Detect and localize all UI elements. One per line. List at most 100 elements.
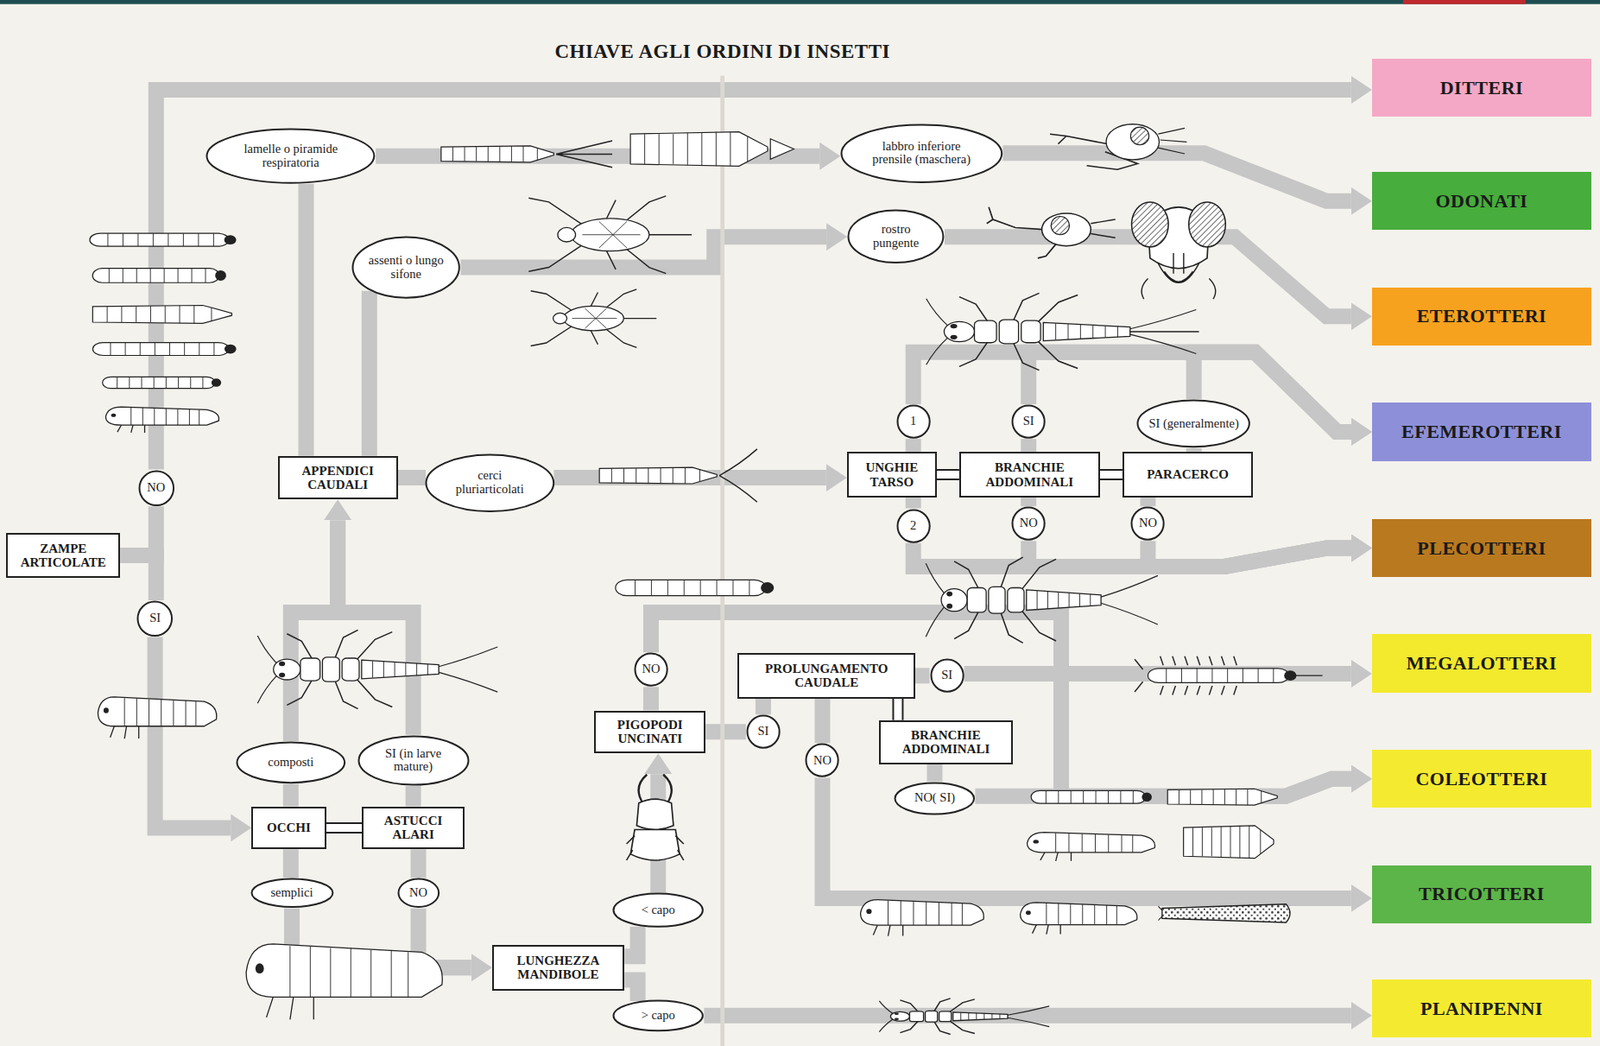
larva-drawing xyxy=(1027,832,1156,861)
flow-band xyxy=(944,236,1352,317)
answer-ellipse: labbro inferiore prensile (maschera) xyxy=(840,123,1004,184)
stonefly-abdomen xyxy=(599,449,758,502)
flow-band xyxy=(1147,497,1149,506)
order-band: ODONATI xyxy=(1372,171,1592,230)
node-outline xyxy=(848,210,944,263)
join-neck xyxy=(891,698,904,721)
question-box: BRANCHIE ADDOMINALI xyxy=(879,720,1013,765)
flow-band xyxy=(822,777,1351,898)
node-text: BRANCHIE ADDOMINALI xyxy=(891,727,1000,756)
question-box: UNGHIE TARSO xyxy=(847,451,937,498)
flow-band xyxy=(405,785,422,807)
top-strip xyxy=(1403,0,1526,5)
node-text: ETEROTTERI xyxy=(1416,305,1548,327)
bug-drawing xyxy=(531,289,658,348)
node-text: PROLUNGAMENTO CAUDALE xyxy=(757,661,896,690)
flow-band xyxy=(762,698,764,715)
node-outline xyxy=(897,404,930,437)
node-text: 1 xyxy=(910,414,917,429)
flow-band xyxy=(905,497,922,508)
flow-band xyxy=(905,438,922,452)
node-text: PIGOPODI UNCINATI xyxy=(604,717,696,746)
mask-drawing xyxy=(1049,124,1187,171)
larva-drawing xyxy=(1183,825,1274,859)
answer-circle: SI xyxy=(1011,404,1046,439)
node-outline xyxy=(897,509,930,542)
answer-circle: 1 xyxy=(896,404,931,439)
answer-ellipse: SI (generalmente) xyxy=(1136,398,1251,449)
answer-ellipse: assenti o lungo sifone xyxy=(351,235,461,299)
flow-band xyxy=(1147,540,1351,567)
flow-band xyxy=(298,183,315,456)
answer-circle: NO xyxy=(633,651,669,687)
flow-band xyxy=(283,848,299,878)
join-neck xyxy=(1100,470,1123,479)
node-outline xyxy=(207,129,375,184)
connector-group xyxy=(120,89,1352,1016)
answer-ellipse: NO( SI) xyxy=(893,781,976,816)
node-text: MEGALOTTERI xyxy=(1406,652,1557,674)
flow-band xyxy=(1020,438,1037,452)
node-outline xyxy=(1132,507,1164,540)
flow-band xyxy=(1028,540,1352,567)
filament-drawing xyxy=(1134,656,1322,696)
join-neck xyxy=(897,698,899,721)
rostrum-drawing xyxy=(986,207,1116,259)
tail-drawing xyxy=(719,449,758,502)
answer-ellipse: < capo xyxy=(612,891,704,928)
node-outline xyxy=(930,659,963,692)
join-neck xyxy=(936,470,960,479)
question-box: APPENDICI CAUDALI xyxy=(278,455,399,500)
flow-band xyxy=(156,89,1352,470)
node-outline xyxy=(138,600,173,636)
larva-drawing xyxy=(860,899,985,936)
flow-band xyxy=(305,183,307,456)
flow-band xyxy=(755,698,772,715)
beetle-larvae xyxy=(1027,788,1278,861)
larva-drawing xyxy=(92,342,236,356)
flow-band xyxy=(337,519,413,734)
flow-band xyxy=(1028,352,1352,432)
flow-band xyxy=(155,636,232,828)
node-text: PLECOTTERI xyxy=(1416,537,1546,559)
node-text: cerci pluriarticolati xyxy=(442,468,538,496)
top-strip xyxy=(0,0,1600,5)
order-band: MEGALOTTERI xyxy=(1372,633,1592,692)
node-text: labbro inferiore prensile (maschera) xyxy=(860,139,982,167)
abdomen-drawing xyxy=(599,467,717,484)
flow-band xyxy=(1028,438,1030,452)
flow-band xyxy=(934,764,936,782)
order-band: DITTERI xyxy=(1372,58,1592,117)
flow-band xyxy=(1147,540,1351,567)
larva-drawing xyxy=(1020,902,1138,935)
flow-band xyxy=(643,686,659,710)
answer-circle: SI xyxy=(136,600,174,638)
question-box: PIGOPODI UNCINATI xyxy=(594,710,706,754)
flow-band xyxy=(822,698,823,743)
pyramid-drawing xyxy=(770,139,794,160)
larva-drawing xyxy=(246,943,443,1019)
node-text: semplici xyxy=(270,885,313,900)
flow-band xyxy=(974,778,1351,797)
flow-band xyxy=(944,236,1352,317)
answer-circle: NO xyxy=(138,469,176,507)
flow-band xyxy=(155,636,232,828)
head-drawings xyxy=(986,124,1227,299)
flow-band xyxy=(398,469,426,486)
node-text: > capo xyxy=(641,1008,676,1023)
flow-band xyxy=(915,667,930,684)
node-text: SI (in larve mature) xyxy=(382,746,445,774)
flow-band xyxy=(651,612,1352,797)
flow-band xyxy=(913,352,1352,432)
flow-band xyxy=(913,352,1352,432)
node-outline xyxy=(398,879,439,907)
node-outline xyxy=(353,237,460,298)
node-text: rostro pungente xyxy=(863,222,929,250)
diagram-title: CHIAVE AGLI ORDINI DI INSETTI xyxy=(554,40,891,64)
node-outline xyxy=(634,653,667,686)
question-box: OCCHI xyxy=(251,806,326,850)
nymph-drawing xyxy=(257,629,498,709)
join-neck xyxy=(936,474,960,475)
flow-band xyxy=(912,438,914,452)
